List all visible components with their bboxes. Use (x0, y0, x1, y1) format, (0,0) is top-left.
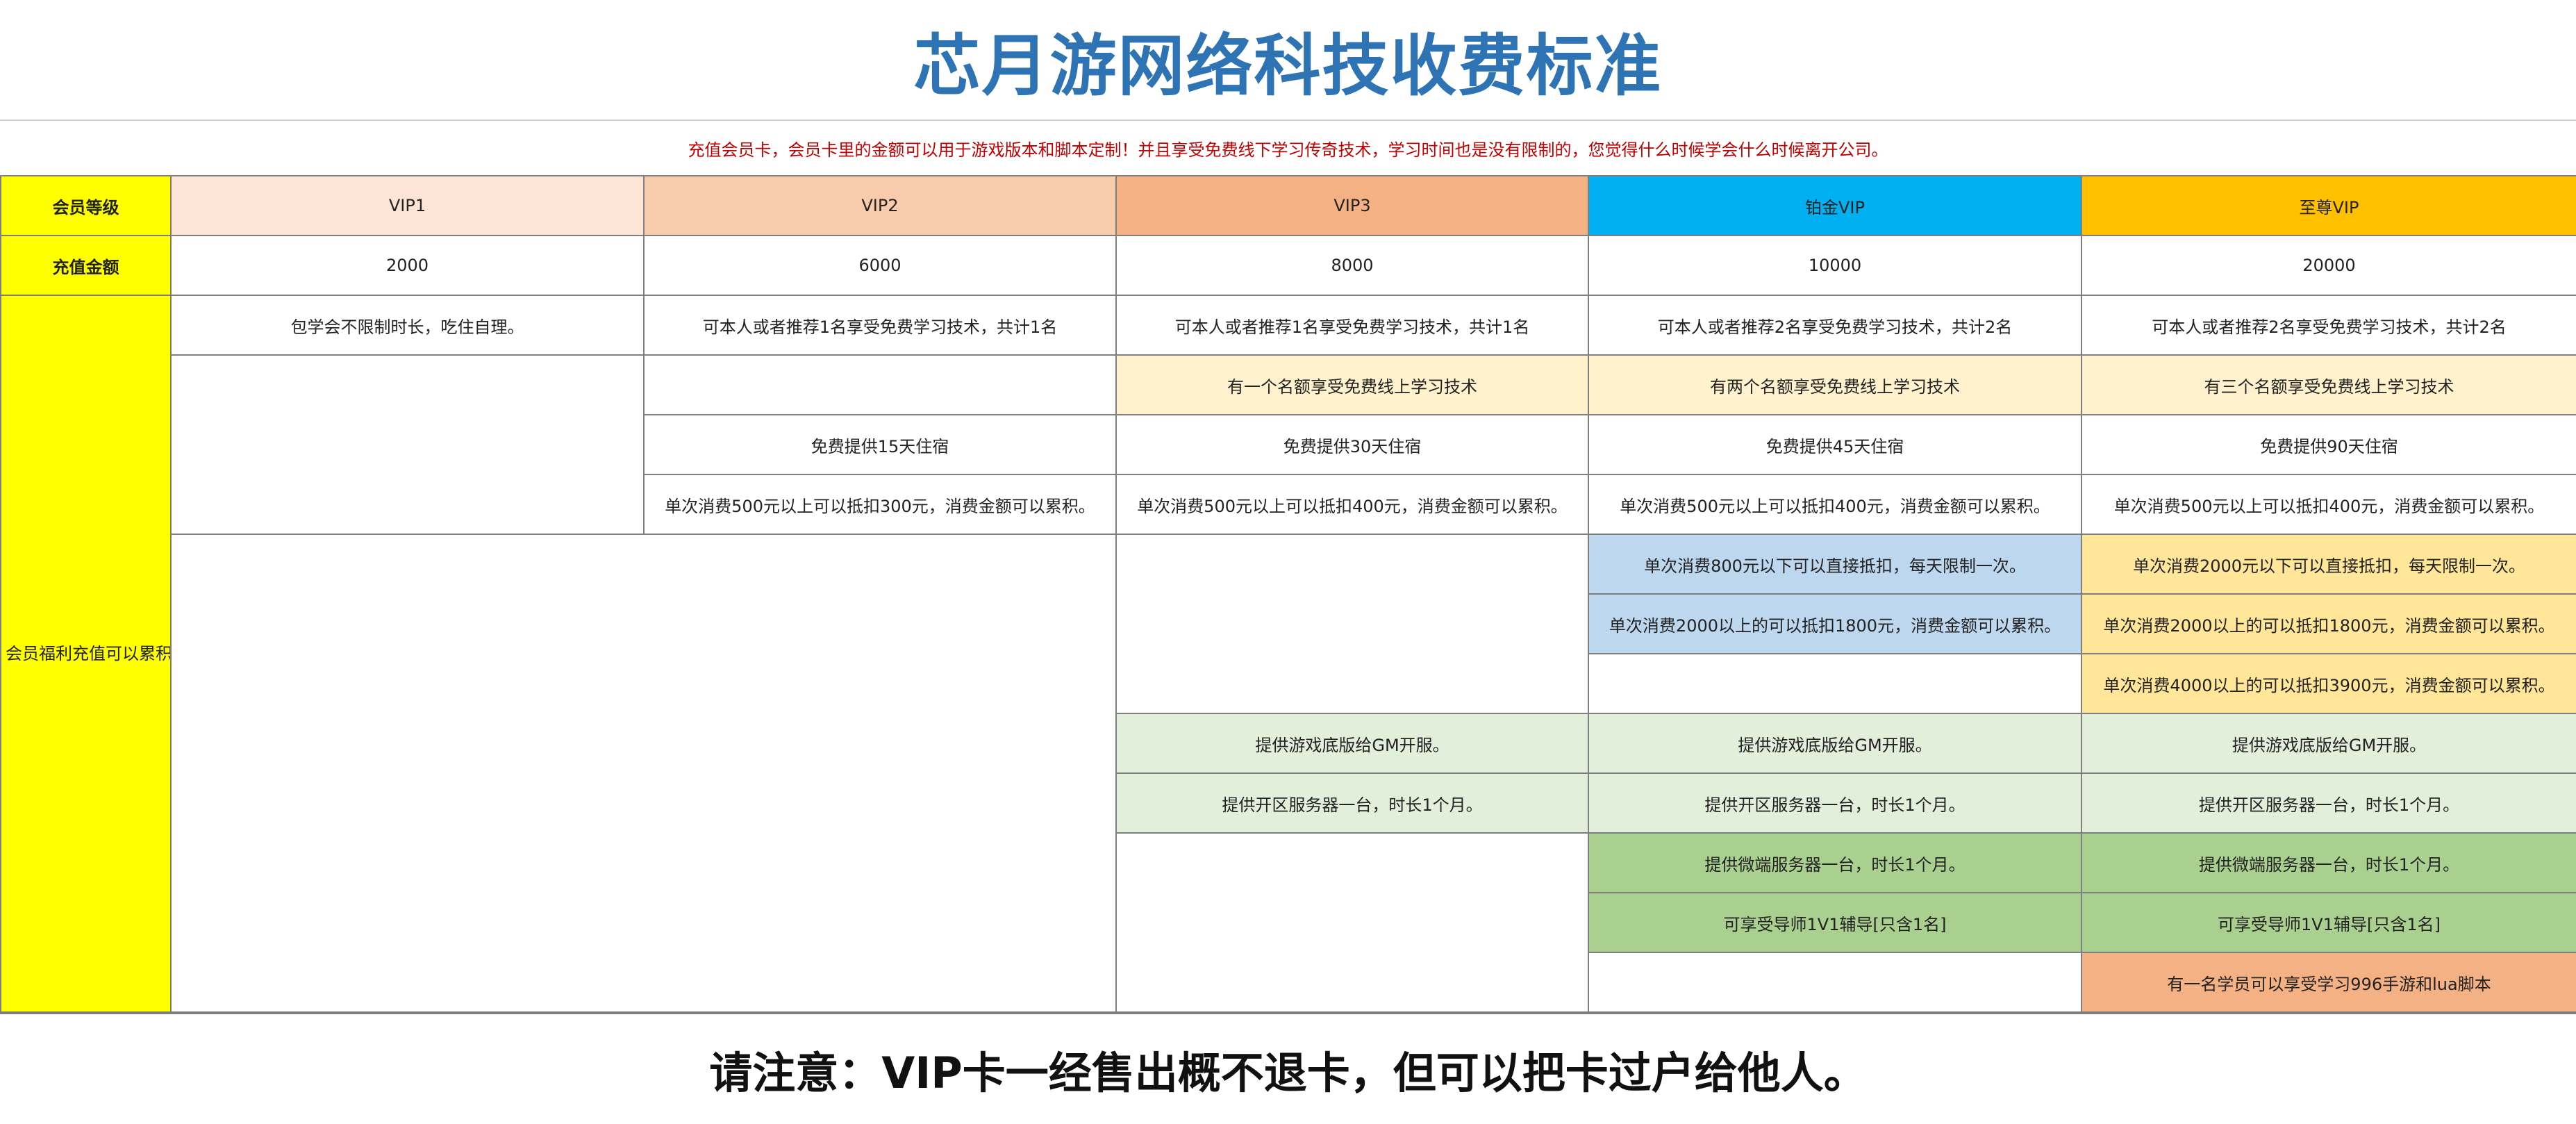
empty-cell (643, 354, 1117, 415)
level-vip1: VIP1 (170, 175, 645, 236)
intro-text: 充值会员卡，会员卡里的金额可以用于游戏版本和脚本定制！并且享受免费线下学习传奇技… (688, 140, 1888, 160)
benefit-row: 提供微端服务器一台，时长1个月。 提供微端服务器一台，时长1个月。 (1, 832, 2576, 1013)
benefit-cell: 单次消费2000以上的可以抵扣1800元，消费金额可以累积。 (2081, 593, 2576, 654)
level-vip3: VIP3 (1115, 175, 1589, 236)
amount-vip3: 8000 (1115, 235, 1589, 296)
page-header: 芯月游网络科技收费标准 (0, 0, 2576, 121)
benefit-cell: 免费提供90天住宿 (2081, 414, 2576, 475)
level-platinum: 铂金VIP (1588, 175, 2082, 236)
benefit-row: 单次消费800元以下可以直接抵扣，每天限制一次。 单次消费2000元以下可以直接… (1, 534, 2576, 1013)
benefit-cell: 有一个名额享受免费线上学习技术 (1115, 354, 1589, 415)
benefit-cell: 单次消费2000元以下可以直接抵扣，每天限制一次。 (2081, 534, 2576, 595)
benefit-cell: 可本人或者推荐2名享受免费学习技术，共计2名 (2081, 295, 2576, 356)
benefit-cell: 有两个名额享受免费线上学习技术 (1588, 354, 2082, 415)
benefit-row: 提供开区服务器一台，时长1个月。 提供开区服务器一台，时长1个月。 提供开区服务… (1, 772, 2576, 834)
benefit-cell: 免费提供30天住宿 (1115, 414, 1589, 475)
amount-supreme: 20000 (2081, 235, 2576, 296)
benefit-cell: 单次消费500元以上可以抵扣400元，消费金额可以累积。 (2081, 474, 2576, 535)
amount-label: 充值金额 (0, 235, 172, 296)
amount-vip2: 6000 (643, 235, 1117, 296)
level-supreme: 至尊VIP (2081, 175, 2576, 236)
benefit-cell: 单次消费500元以上可以抵扣400元，消费金额可以累积。 (1115, 474, 1589, 535)
benefit-row: 单次消费500元以上可以抵扣300元，消费金额可以累积。 单次消费500元以上可… (1, 474, 2576, 535)
benefit-cell: 提供游戏底版给GM开服。 (2081, 713, 2576, 774)
benefit-cell: 单次消费800元以下可以直接抵扣，每天限制一次。 (1588, 534, 2082, 595)
benefit-cell: 提供游戏底版给GM开服。 (1115, 713, 1589, 774)
benefit-cell: 可享受导师1V1辅导[只含1名] (1588, 892, 2082, 953)
benefit-row: 有一个名额享受免费线上学习技术 有两个名额享受免费线上学习技术 有三个名额享受免… (1, 354, 2576, 535)
notice-text: 请注意：VIP卡一经售出概不退卡，但可以把卡过户给他人。 (709, 1048, 1867, 1098)
benefit-cell: 可本人或者推荐1名享受免费学习技术，共计1名 (1115, 295, 1589, 356)
benefit-cell: 单次消费4000以上的可以抵扣3900元，消费金额可以累积。 (2081, 653, 2576, 714)
amount-platinum: 10000 (1588, 235, 2082, 296)
empty-cell (170, 534, 1117, 1013)
benefit-row: 可享受导师1V1辅导[只含1名] 可享受导师1V1辅导[只含1名] (1, 892, 2576, 953)
benefit-cell: 提供开区服务器一台，时长1个月。 (2081, 772, 2576, 834)
benefit-cell: 提供游戏底版给GM开服。 (1588, 713, 2082, 774)
benefit-cell: 可本人或者推荐1名享受免费学习技术，共计1名 (643, 295, 1117, 356)
empty-cell (1588, 653, 2082, 714)
benefit-row: 单次消费4000以上的可以抵扣3900元，消费金额可以累积。 (1, 653, 2576, 714)
benefit-label: 会员福利充值可以累积提升VIP等级 (0, 295, 172, 1013)
benefit-cell: 有一名学员可以享受学习996手游和lua脚本 (2081, 952, 2576, 1013)
benefit-row: 免费提供15天住宿 免费提供30天住宿 免费提供45天住宿 免费提供90天住宿 (1, 414, 2576, 475)
pricing-table: 会员等级 VIP1 VIP2 VIP3 铂金VIP 至尊VIP 充值金额 200… (0, 175, 2576, 1013)
benefit-cell: 提供开区服务器一台，时长1个月。 (1588, 772, 2082, 834)
page-title: 芯月游网络科技收费标准 (913, 26, 1663, 105)
intro-banner: 充值会员卡，会员卡里的金额可以用于游戏版本和脚本定制！并且享受免费线下学习传奇技… (0, 121, 2576, 176)
benefit-cell: 可本人或者推荐2名享受免费学习技术，共计2名 (1588, 295, 2082, 356)
benefit-cell: 包学会不限制时长，吃住自理。 (170, 295, 645, 356)
benefit-cell: 免费提供45天住宿 (1588, 414, 2082, 475)
benefit-cell: 免费提供15天住宿 (643, 414, 1117, 475)
benefit-cell: 有三个名额享受免费线上学习技术 (2081, 354, 2576, 415)
footer-notice: 请注意：VIP卡一经售出概不退卡，但可以把卡过户给他人。 (0, 1013, 2576, 1124)
empty-cell (1115, 832, 1589, 1013)
benefit-row: 有一名学员可以享受学习996手游和lua脚本 (1, 952, 2576, 1013)
benefit-cell: 提供开区服务器一台，时长1个月。 (1115, 772, 1589, 834)
benefit-cell: 提供微端服务器一台，时长1个月。 (2081, 832, 2576, 893)
empty-cell (1588, 952, 2082, 1013)
amount-vip1: 2000 (170, 235, 645, 296)
level-row: 会员等级 VIP1 VIP2 VIP3 铂金VIP 至尊VIP (0, 175, 2576, 236)
empty-cell (1115, 534, 1589, 714)
amount-row: 充值金额 2000 6000 8000 10000 20000 (0, 235, 2576, 296)
benefit-cell: 单次消费2000以上的可以抵扣1800元，消费金额可以累积。 (1588, 593, 2082, 654)
benefit-row: 单次消费2000以上的可以抵扣1800元，消费金额可以累积。 单次消费2000以… (1, 593, 2576, 654)
benefit-row: 提供游戏底版给GM开服。 提供游戏底版给GM开服。 提供游戏底版给GM开服。 (1, 713, 2576, 774)
benefit-cell: 可享受导师1V1辅导[只含1名] (2081, 892, 2576, 953)
benefit-row: 会员福利充值可以累积提升VIP等级 包学会不限制时长，吃住自理。 可本人或者推荐… (0, 295, 2576, 1013)
level-vip2: VIP2 (643, 175, 1117, 236)
benefit-cell: 单次消费500元以上可以抵扣400元，消费金额可以累积。 (1588, 474, 2082, 535)
empty-cell (170, 354, 645, 535)
benefit-cell: 单次消费500元以上可以抵扣300元，消费金额可以累积。 (643, 474, 1117, 535)
benefit-cell: 提供微端服务器一台，时长1个月。 (1588, 832, 2082, 893)
level-label: 会员等级 (0, 175, 172, 236)
